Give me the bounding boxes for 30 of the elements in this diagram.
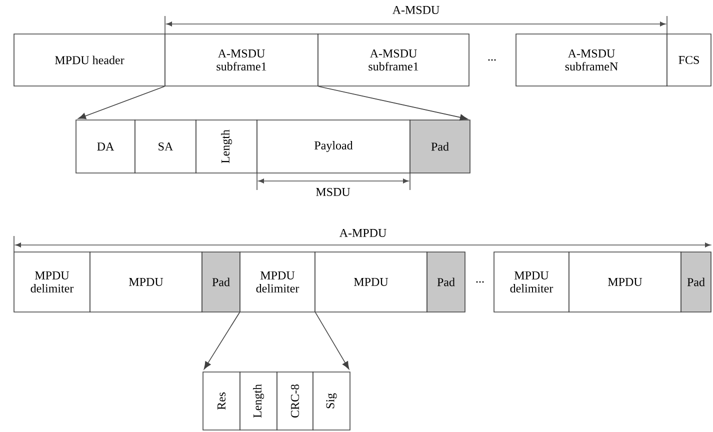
field-box: SA [134, 120, 196, 174]
field-box: DA [76, 120, 136, 174]
field-box: MPDU delimiter [494, 252, 570, 312]
arrow [318, 86, 468, 121]
dimension-label: A-MSDU [392, 6, 440, 14]
field-box: A-MSDU subframe1 [164, 34, 318, 86]
padding-box: Pad [202, 252, 240, 312]
field-box: MPDU [314, 252, 428, 312]
padding-box: Pad [426, 252, 466, 312]
padding-box: Pad [410, 120, 470, 174]
ellipsis: ... [476, 281, 484, 283]
field-box: MPDU [90, 252, 202, 312]
field-box: Length [196, 120, 258, 174]
ellipsis: ... [488, 59, 496, 61]
field-box: Sig [312, 372, 350, 430]
field-box: MPDU header [14, 34, 166, 86]
arrow [315, 312, 350, 370]
arrow [204, 312, 240, 370]
dimension-label: A-MPDU [339, 228, 386, 237]
field-box: CRC-8 [276, 372, 314, 430]
field-box: Length [240, 372, 278, 430]
padding-box: Pad [680, 252, 712, 312]
field-box: MPDU [568, 252, 682, 312]
field-box: A-MSDU subframe1 [318, 34, 470, 86]
arrow [78, 86, 165, 120]
field-box: MPDU delimiter [14, 252, 90, 312]
dimension-label: MSDU [316, 188, 350, 196]
field-box: FCS [666, 34, 712, 86]
field-box: Res [202, 372, 240, 430]
field-box: MPDU delimiter [240, 252, 316, 312]
